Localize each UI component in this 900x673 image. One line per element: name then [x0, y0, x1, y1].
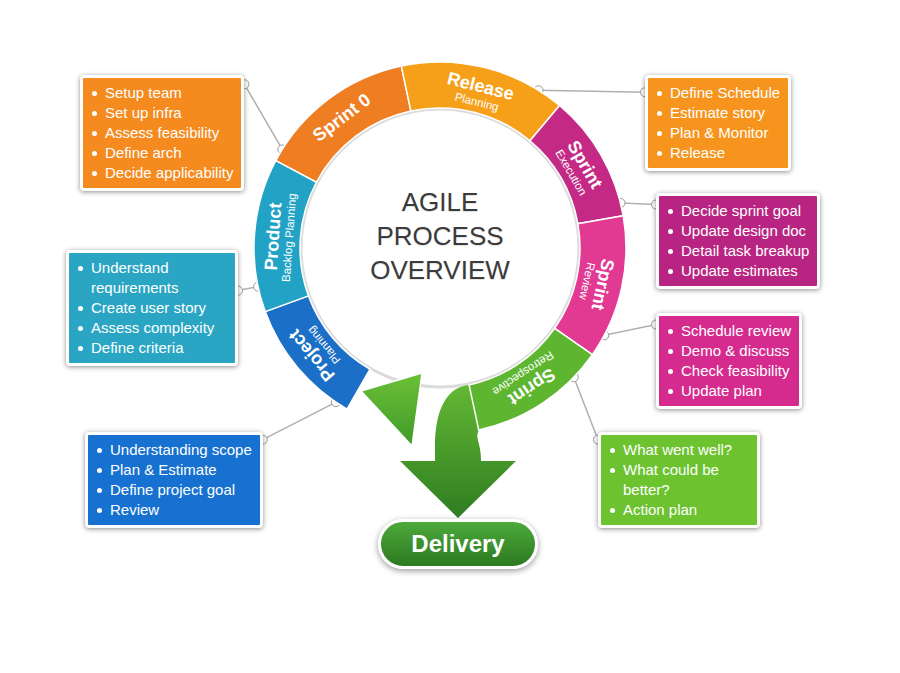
bullet-item: Understand requirements: [77, 258, 227, 298]
bullet-item: Plan & Monitor: [656, 123, 780, 143]
ring-segment: SprintRetrospective: [467, 326, 595, 432]
bullet-item: Understanding scope: [96, 440, 252, 460]
bullet-item: Update estimates: [667, 261, 809, 281]
bullet-item: Action plan: [609, 500, 749, 520]
ring-segment: ProductBacklog Planning: [252, 158, 319, 314]
bullet-item: Demo & discuss: [667, 341, 791, 361]
bullet-item: Detail task breakup: [667, 241, 809, 261]
leader-line: [574, 377, 598, 439]
ring-segment-fill: [254, 161, 316, 312]
bullet-item: Estimate story: [656, 103, 780, 123]
callout-box: What went well?What could be better?Acti…: [598, 432, 760, 528]
leader-line: [539, 90, 645, 92]
ring-segment-fill: [555, 216, 626, 355]
bullet-item: Decide sprint goal: [667, 201, 809, 221]
leader-line: [244, 84, 282, 149]
callout-box: Define ScheduleEstimate storyPlan & Moni…: [645, 75, 791, 171]
bullet-item: What could be better?: [609, 460, 749, 500]
inner-circle-shadow: [301, 109, 579, 387]
bullet-item: Create user story: [77, 298, 227, 318]
pill-text: Delivery: [411, 530, 504, 558]
callout-box: Understanding scopePlan & EstimateDefine…: [85, 432, 263, 528]
bullet-item: Review: [96, 500, 252, 520]
bullet-item: Update design doc: [667, 221, 809, 241]
bullet-item: Assess feasibility: [91, 123, 233, 143]
ring-segment-fill: [530, 106, 623, 224]
bullet-item: Release: [656, 143, 780, 163]
bullet-item: Define project goal: [96, 480, 252, 500]
leader-line: [604, 325, 656, 336]
bullet-item: Setup team: [91, 83, 233, 103]
ring-segment-fill: [276, 66, 411, 182]
ring-segment-fill: [265, 296, 370, 409]
callout-box: Schedule reviewDemo & discussCheck feasi…: [656, 313, 802, 409]
ring-segment-fill: [401, 62, 559, 141]
bullet-item: Decide applicability: [91, 163, 233, 183]
bullet-item: Check feasibility: [667, 361, 791, 381]
ring-segment: ReleasePlanning: [399, 60, 562, 143]
segment-label: ProductBacklog Planning: [261, 191, 299, 282]
callout-box: Decide sprint goalUpdate design docDetai…: [656, 193, 820, 289]
bullet-item: Schedule review: [667, 321, 791, 341]
bullet-item: Define arch: [91, 143, 233, 163]
diagram-title: AGILE PROCESS OVERVIEW: [355, 185, 525, 287]
ring-segment: SprintExecution: [527, 103, 626, 226]
delivery-pill: Delivery: [378, 519, 537, 569]
ring-segment: Sprint 0: [273, 64, 413, 185]
bullet-item: Set up infra: [91, 103, 233, 123]
leader-line: [263, 402, 336, 439]
callout-box: Setup teamSet up infraAssess feasibility…: [80, 75, 244, 191]
bullet-item: Define criteria: [77, 338, 227, 358]
ring-segment: ProjectPlanning: [263, 293, 372, 412]
bullet-item: What went well?: [609, 440, 749, 460]
callout-box: Understand requirementsCreate user story…: [66, 250, 238, 366]
bullet-item: Update plan: [667, 381, 791, 401]
cycle-arrowhead: [361, 373, 422, 446]
leader-line: [620, 203, 656, 205]
bullet-item: Plan & Estimate: [96, 460, 252, 480]
ring-segment-fill: [469, 328, 592, 430]
bullet-item: Define Schedule: [656, 83, 780, 103]
bullet-item: Assess complexity: [77, 318, 227, 338]
